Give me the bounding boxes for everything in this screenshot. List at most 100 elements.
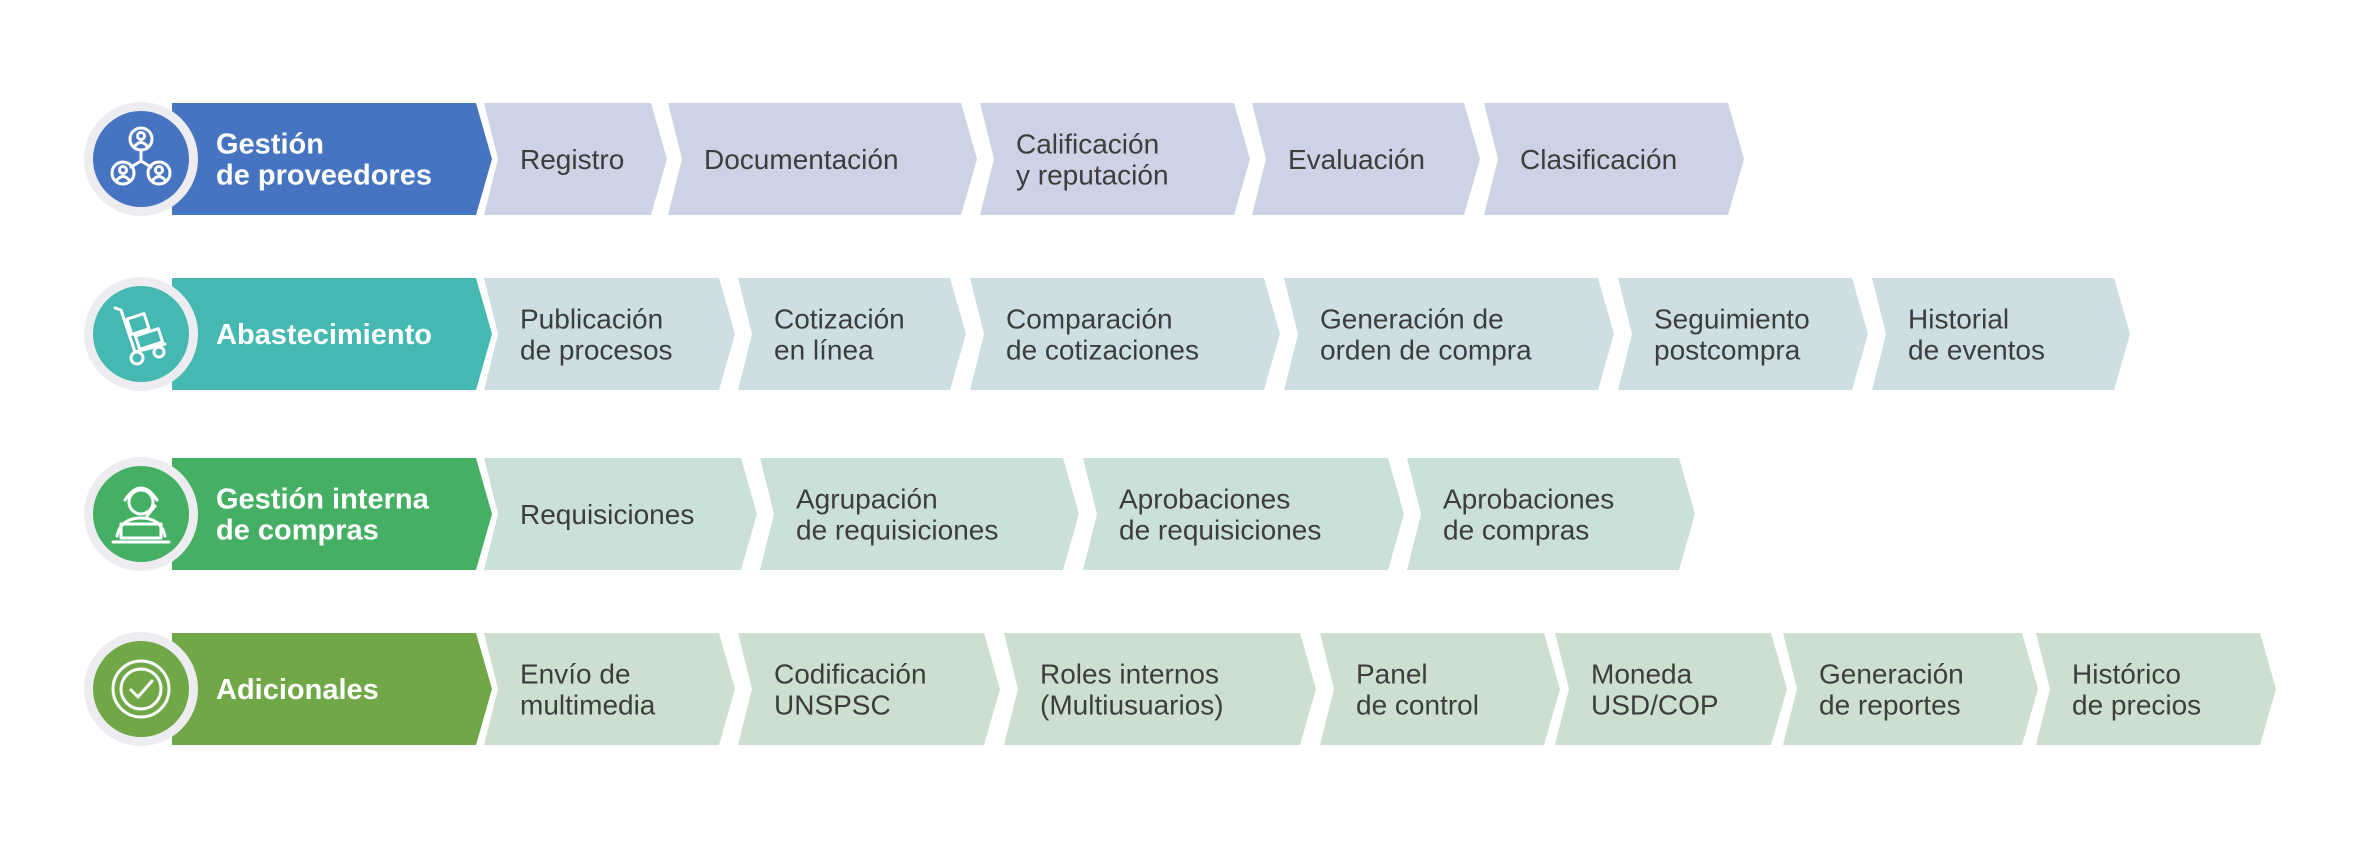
step-label: Envío de [520, 659, 631, 690]
header-chevron [172, 103, 492, 215]
step-label: Moneda [1591, 659, 1693, 690]
icon-badge-1 [84, 102, 198, 216]
icon-badge-4 [84, 632, 198, 746]
row-header-4: Adicionales [172, 633, 492, 745]
step-chevron [760, 458, 1079, 570]
step-label: de requisiciones [796, 515, 998, 546]
step-label: de cotizaciones [1006, 335, 1199, 366]
step-1-5: Clasificación [1484, 103, 1744, 215]
step-chevron [738, 278, 966, 390]
step-4-3: Roles internos(Multiusuarios) [1004, 633, 1316, 745]
step-label: postcompra [1654, 335, 1801, 366]
step-label: Codificación [774, 659, 927, 690]
step-chevron [484, 458, 757, 570]
step-chevron [1407, 458, 1695, 570]
step-label: Evaluación [1288, 144, 1425, 175]
step-label: de reportes [1819, 690, 1961, 721]
step-chevron [1284, 278, 1614, 390]
row-title: de proveedores [216, 160, 432, 192]
agent-laptop-icon [111, 486, 171, 544]
step-label: Generación de [1320, 304, 1504, 335]
step-label: Requisiciones [520, 499, 694, 530]
step-label: Agrupación [796, 484, 938, 515]
step-label: en línea [774, 335, 874, 366]
step-chevron [668, 103, 977, 215]
step-label: (Multiusuarios) [1040, 690, 1224, 721]
step-label: Seguimiento [1654, 304, 1810, 335]
step-chevron [1783, 633, 2038, 745]
step-chevron [1252, 103, 1480, 215]
row-title: Adicionales [216, 674, 379, 706]
step-chevron [1004, 633, 1316, 745]
header-chevron [172, 633, 492, 745]
step-label: Publicación [520, 304, 663, 335]
network-users-icon [110, 126, 172, 186]
step-chevron [2036, 633, 2276, 745]
step-1-1: Registro [484, 103, 667, 215]
step-label: Clasificación [1520, 144, 1677, 175]
step-label: Calificación [1016, 129, 1159, 160]
step-label: de eventos [1908, 335, 2045, 366]
row-title: Gestión [216, 129, 324, 161]
step-3-1: Requisiciones [484, 458, 757, 570]
step-label: de requisiciones [1119, 515, 1321, 546]
step-label: de precios [2072, 690, 2201, 721]
step-label: UNSPSC [774, 690, 891, 721]
step-chevron [1555, 633, 1787, 745]
step-1-2: Documentación [668, 103, 977, 215]
step-label: Comparación [1006, 304, 1173, 335]
row-title: de compras [216, 515, 379, 547]
step-label: USD/COP [1591, 690, 1719, 721]
step-chevron [980, 103, 1250, 215]
step-label: Historial [1908, 304, 2009, 335]
row-title: Abastecimiento [216, 319, 432, 351]
step-label: orden de compra [1320, 335, 1532, 366]
header-chevron [172, 278, 492, 390]
step-label: Documentación [704, 144, 899, 175]
row-4: Envío demultimediaCodificaciónUNSPSCRole… [84, 632, 2276, 746]
hand-truck-icon [113, 306, 167, 366]
row-title: Gestión interna [216, 484, 430, 516]
step-label: de compras [1443, 515, 1589, 546]
step-label: Roles internos [1040, 659, 1219, 690]
step-label: Aprobaciones [1119, 484, 1290, 515]
step-label: multimedia [520, 690, 656, 721]
step-label: Aprobaciones [1443, 484, 1614, 515]
step-chevron [1083, 458, 1404, 570]
step-label: Cotización [774, 304, 905, 335]
step-chevron [970, 278, 1280, 390]
step-chevron [738, 633, 1000, 745]
icon-badge-2 [84, 277, 198, 391]
step-label: Registro [520, 144, 624, 175]
step-chevron [484, 278, 735, 390]
check-badge-icon [111, 659, 171, 719]
step-1-4: Evaluación [1252, 103, 1480, 215]
step-chevron [1320, 633, 1560, 745]
header-chevron [172, 458, 492, 570]
icon-badge-3 [84, 457, 198, 571]
step-label: Panel [1356, 659, 1428, 690]
step-chevron [1872, 278, 2130, 390]
step-label: Histórico [2072, 659, 2181, 690]
step-label: de control [1356, 690, 1479, 721]
